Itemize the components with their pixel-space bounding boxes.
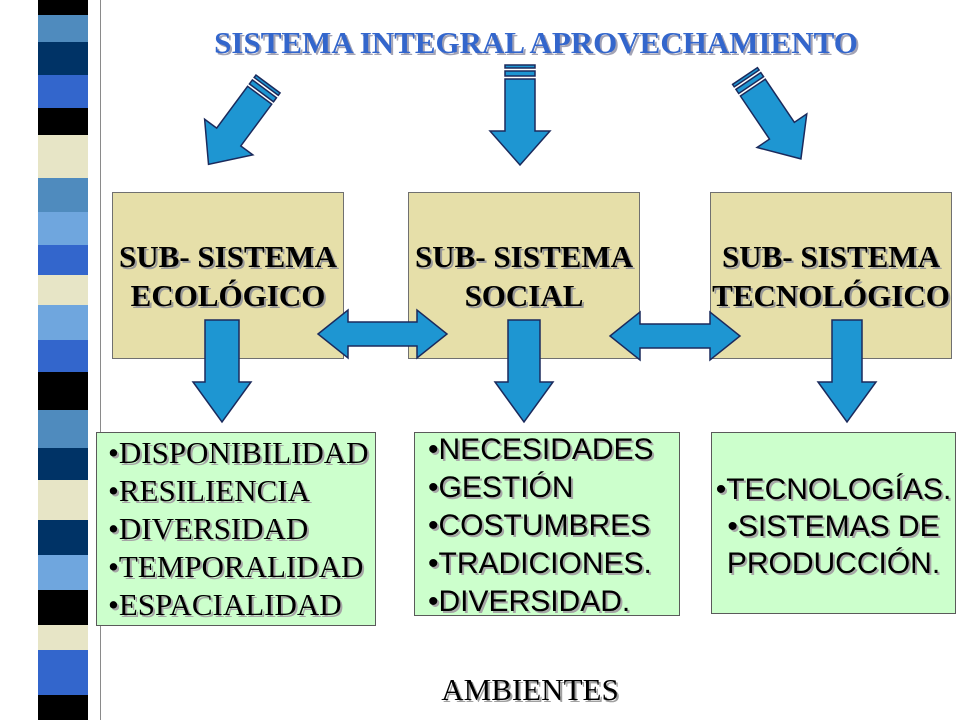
decor-strip-block — [38, 15, 88, 42]
attribute-item: SISTEMAS DE PRODUCCIÓN. — [712, 508, 955, 582]
attribute-item: DIVERSIDAD. — [428, 583, 654, 621]
arrow-body — [608, 310, 742, 362]
arrow-body — [493, 319, 555, 424]
decor-strip-block — [38, 75, 88, 108]
arrow-body — [739, 78, 808, 160]
arrow-body — [488, 78, 552, 167]
social-attributes-box: NECESIDADES GESTIÓN COSTUMBRES TRADICION… — [414, 432, 680, 618]
decor-strip-block — [38, 178, 88, 212]
arrow-stripe — [504, 70, 536, 77]
double-arrow-social-technological — [608, 310, 742, 362]
decorative-strip — [0, 0, 101, 720]
arrow-body — [203, 85, 273, 166]
attribute-item: TEMPORALIDAD — [108, 548, 369, 586]
decor-strip-block — [38, 0, 88, 15]
decor-strip-block — [38, 410, 88, 448]
subsystem-label-line2: SOCIAL — [464, 277, 584, 313]
attribute-item: DIVERSIDAD — [108, 510, 369, 548]
striped-arrow-title-to-ecological — [203, 74, 282, 166]
decor-strip-block — [38, 520, 88, 555]
attribute-item: TRADICIONES. — [428, 545, 654, 583]
attribute-item: TECNOLOGÍAS. — [712, 471, 955, 508]
striped-arrow-title-to-technological — [731, 66, 808, 160]
decor-strip-block — [38, 480, 88, 520]
slide-title: SISTEMA INTEGRAL APROVECHAMIENTO — [214, 25, 858, 60]
subsystem-social-box: SUB- SISTEMA SOCIAL — [408, 192, 640, 359]
decor-strip-block — [38, 42, 88, 75]
footer-label: AMBIENTES — [441, 672, 619, 707]
decor-strip-block — [38, 108, 88, 135]
attribute-list: NECESIDADES GESTIÓN COSTUMBRES TRADICION… — [428, 431, 654, 621]
decor-strip-block — [38, 650, 88, 695]
arrow-body — [191, 319, 253, 424]
technological-attributes-box: TECNOLOGÍAS. SISTEMAS DE PRODUCCIÓN. — [711, 432, 956, 614]
decor-strip-block — [38, 212, 88, 245]
arrow-stripe — [731, 66, 761, 88]
arrow-body — [316, 308, 449, 360]
subsystem-label-line1: SUB- SISTEMA — [415, 238, 633, 274]
striped-arrow-title-to-social — [488, 64, 552, 167]
arrow-technological-to-attributes — [816, 319, 878, 424]
decor-strip-block — [38, 275, 88, 305]
decor-strip-block — [38, 372, 88, 410]
arrow-stripe — [253, 74, 282, 97]
decor-strip-block — [38, 625, 88, 650]
decor-strip-block — [38, 245, 88, 275]
decor-strip-block — [38, 305, 88, 340]
arrow-stripe — [248, 78, 278, 103]
decor-strip-block — [38, 555, 88, 590]
attribute-list: DISPONIBILIDAD RESILIENCIA DIVERSIDAD TE… — [108, 434, 369, 624]
attribute-item: RESILIENCIA — [108, 472, 369, 510]
attribute-item: DISPONIBILIDAD — [108, 434, 369, 472]
subsystem-technological-box: SUB- SISTEMA TECNOLÓGICO — [710, 192, 952, 359]
attribute-item: ESPACIALIDAD — [108, 586, 369, 624]
decor-strip-block — [38, 448, 88, 480]
decor-vertical-line — [100, 0, 101, 720]
arrow-body — [816, 319, 878, 424]
arrow-social-to-attributes — [493, 319, 555, 424]
decor-strip-block — [38, 340, 88, 372]
decor-strip-block — [38, 135, 88, 178]
decor-strip-block — [38, 590, 88, 625]
double-arrow-ecological-social — [316, 308, 449, 360]
attribute-item: COSTUMBRES — [428, 507, 654, 545]
subsystem-label-line2: TECNOLÓGICO — [712, 277, 950, 313]
arrow-stripe — [734, 71, 765, 95]
subsystem-label-line1: SUB- SISTEMA — [722, 238, 940, 274]
attribute-item: NECESIDADES — [428, 431, 654, 469]
attribute-item: GESTIÓN — [428, 469, 654, 507]
subsystem-label-line1: SUB- SISTEMA — [119, 238, 337, 274]
subsystem-label-line2: ECOLÓGICO — [130, 277, 326, 313]
ecological-attributes-box: DISPONIBILIDAD RESILIENCIA DIVERSIDAD TE… — [96, 432, 376, 626]
arrow-stripe — [504, 64, 536, 69]
decor-strip-block — [38, 695, 88, 720]
arrow-ecological-to-attributes — [191, 319, 253, 424]
attribute-list: TECNOLOGÍAS. SISTEMAS DE PRODUCCIÓN. — [712, 471, 955, 582]
